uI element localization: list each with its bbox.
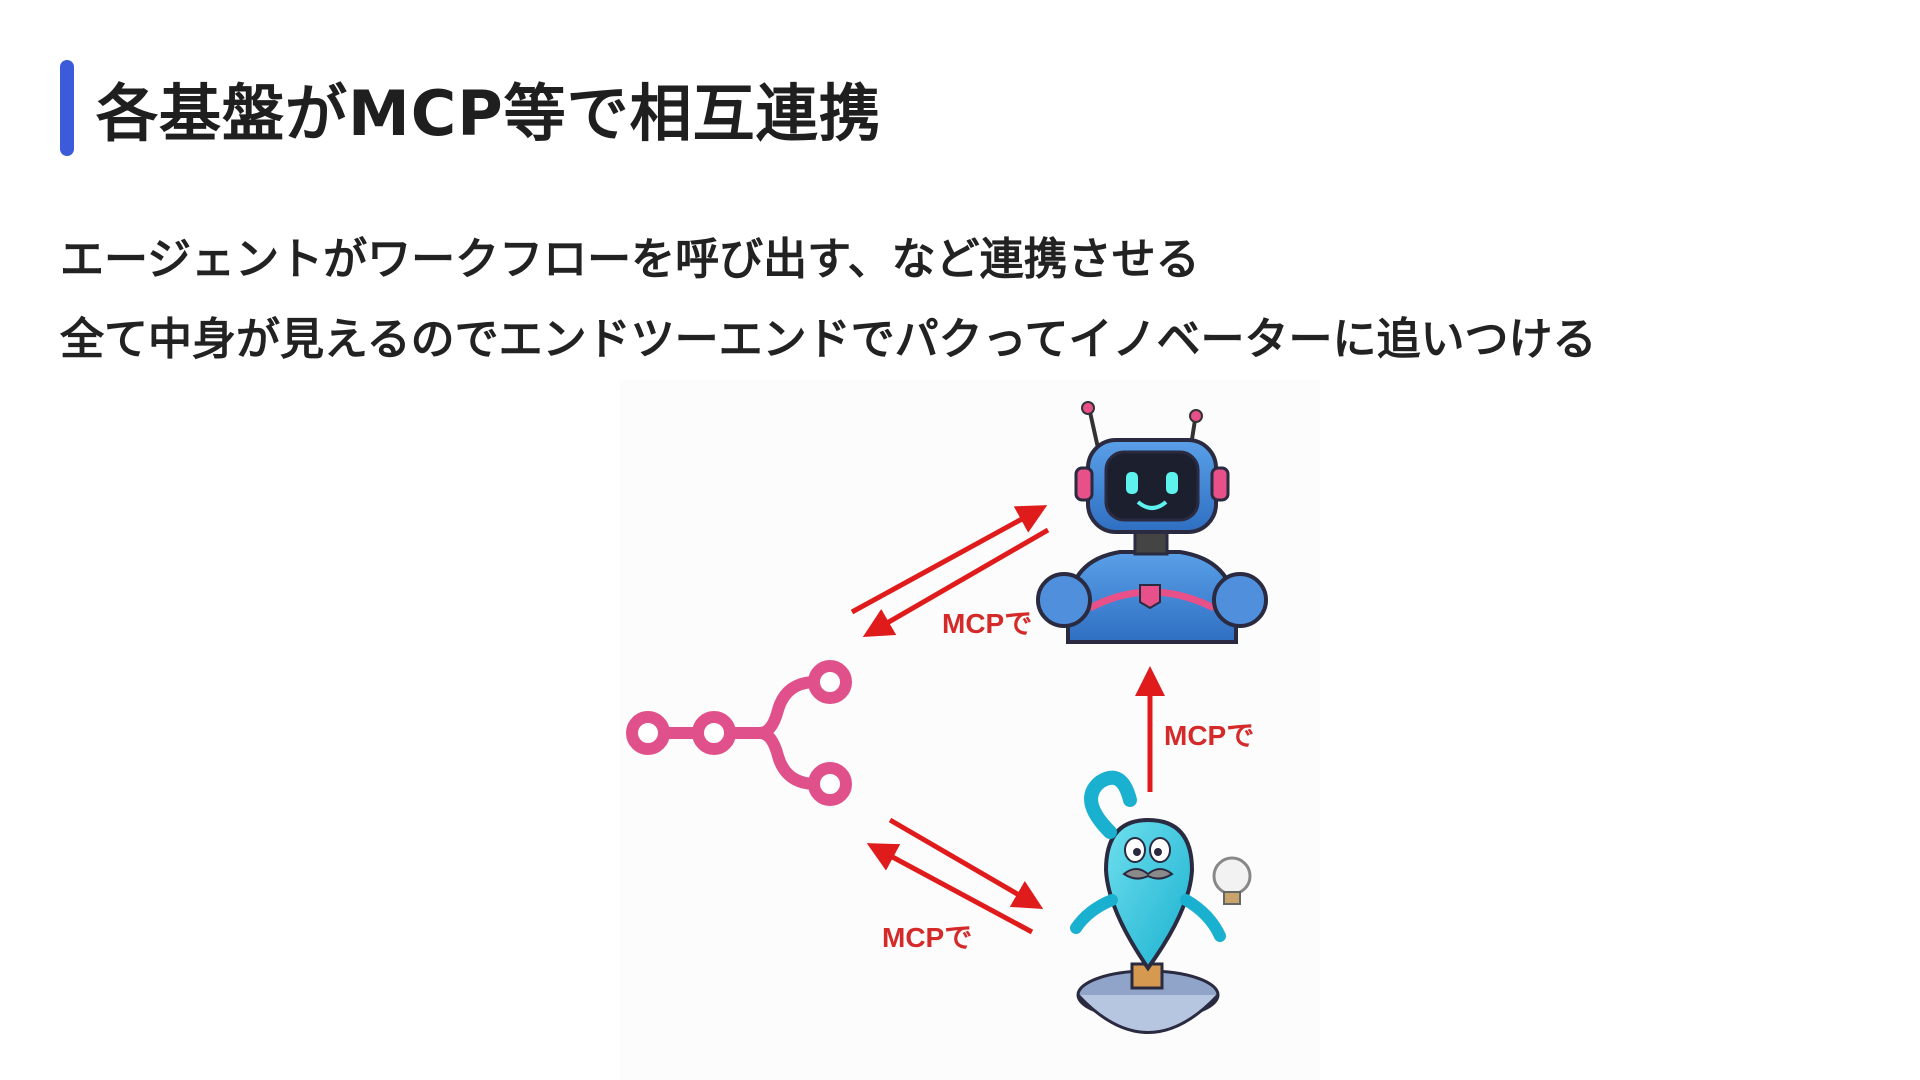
title-block: 各基盤がMCP等で相互連携: [60, 60, 882, 156]
title-accent-bar: [60, 60, 74, 156]
mcp-label-robot-workflow: MCPで: [942, 602, 1032, 642]
bullet-item-1: エージェントがワークフローを呼び出す、など連携させる: [60, 220, 1596, 300]
mcp-label-genie-robot: MCPで: [1164, 714, 1254, 754]
mcp-label-workflow-genie: MCPで: [882, 916, 972, 956]
genie-lightbulb-icon: [1076, 778, 1250, 1033]
workflow-branch-icon: [632, 666, 846, 800]
mcp-diagram: MCPで MCPで MCPで: [620, 380, 1320, 1080]
bullet-list: エージェントがワークフローを呼び出す、など連携させる 全て中身が見えるのでエンド…: [60, 220, 1596, 380]
page-title: 各基盤がMCP等で相互連携: [96, 63, 882, 153]
bullet-item-2: 全て中身が見えるのでエンドツーエンドでパクってイノベーターに追いつける: [60, 300, 1596, 380]
arrow-workflow-to-robot: [852, 508, 1042, 612]
robot-agent-icon: [1038, 402, 1266, 642]
